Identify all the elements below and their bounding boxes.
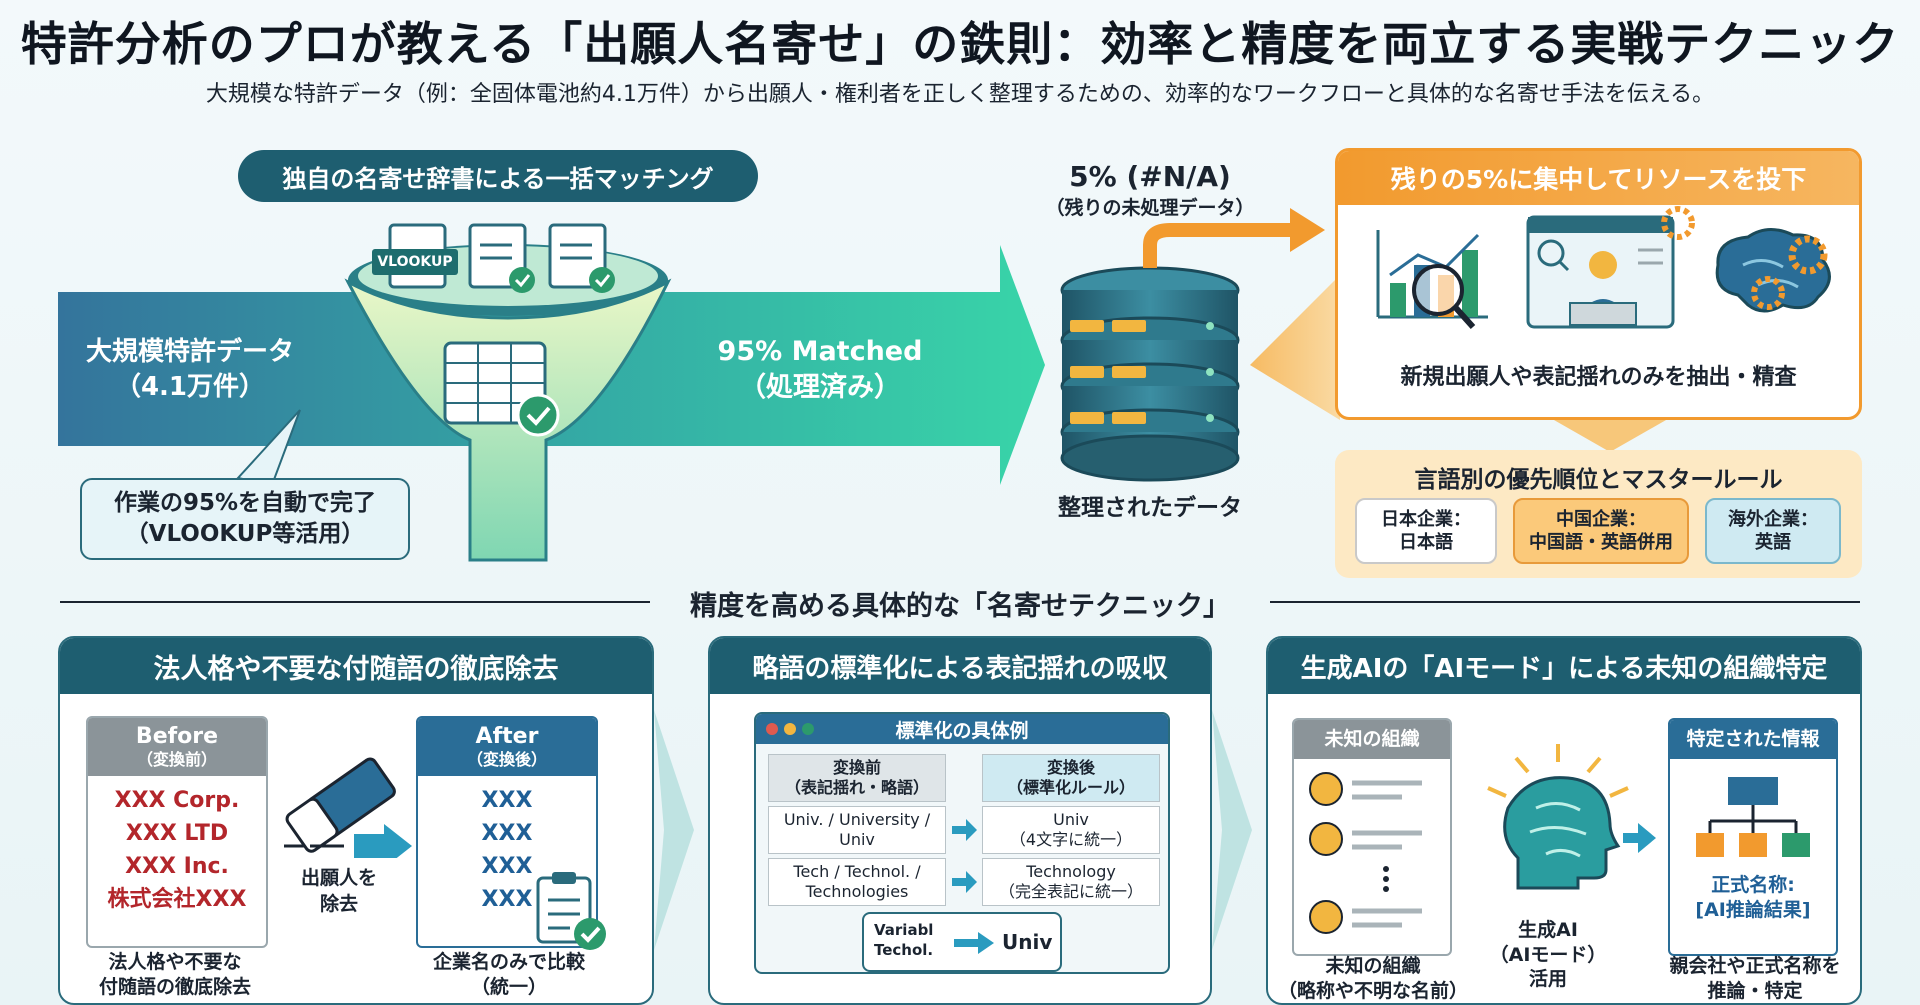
col-after-header: 変換後 （標準化ルール） bbox=[982, 754, 1160, 802]
orange-arrow bbox=[1143, 223, 1290, 268]
erase-label: 出願人を 除去 bbox=[300, 867, 377, 915]
after-panel: After （変換後） XXX XXX XXX XXX bbox=[416, 716, 598, 948]
before-list: XXX Corp. XXX LTD XXX Inc. 株式会社XXX bbox=[107, 787, 247, 912]
resource-panel-title: 残りの5%に集中してリソースを投下 bbox=[1338, 151, 1859, 205]
card-ai-identification: 生成AIの「AIモード」による未知の組織特定 未知の組織 生成AI （AIモー bbox=[1266, 636, 1862, 1005]
divider-line-right bbox=[1270, 601, 1860, 603]
input-data-label: 大規模特許データ （4.1万件） bbox=[85, 336, 294, 402]
window-close-dot bbox=[766, 723, 778, 735]
col-before-header: 変換前 （表記揺れ・略語） bbox=[768, 754, 946, 802]
lang-china: 中国企業：中国語・英語併用 bbox=[1513, 498, 1689, 564]
row-2-after: Technology （完全表記に統一） bbox=[982, 858, 1160, 906]
unknown-list-icons bbox=[1309, 771, 1422, 934]
row-2-before: Tech / Technol. / Technologies bbox=[768, 858, 946, 906]
window-max-dot bbox=[802, 723, 814, 735]
techniques-heading: 精度を高める具体的な「名寄せテクニック」 bbox=[690, 591, 1230, 622]
removal-caption-right: 企業名のみで比較 （統一） bbox=[432, 951, 585, 998]
row-1-after: Univ （4文字に統一） bbox=[982, 806, 1160, 854]
orange-wedge bbox=[1250, 275, 1340, 420]
card-chevrons bbox=[654, 710, 1252, 950]
chart-magnifier-icon bbox=[1376, 230, 1488, 330]
before-panel: Before （変換前） XXX Corp. XXX LTD XXX Inc. … bbox=[86, 716, 268, 948]
row-1-before: Univ. / University / Univ bbox=[768, 806, 946, 854]
clipboard-check-icon bbox=[536, 872, 606, 950]
card-removal: 法人格や不要な付随語の徹底除去 Before （変換前） XXX Corp. X… bbox=[58, 636, 654, 1005]
formal-name: 正式名称: [AI推論結果] bbox=[1695, 873, 1811, 922]
document-icons bbox=[372, 223, 615, 293]
language-panel-title: 言語別の優先順位とマスタールール bbox=[1414, 467, 1783, 493]
lang-japan: 日本企業：日本語 bbox=[1355, 498, 1497, 564]
down-chevron bbox=[1540, 412, 1680, 452]
automation-callout: 作業の95%を自動で完了 （VLOOKUP等活用） bbox=[80, 478, 410, 560]
resource-panel: 残りの5%に集中してリソースを投下 bbox=[1335, 148, 1862, 420]
na-label: 5% (#N/A) （残りの未処理データ） bbox=[1045, 160, 1255, 219]
identified-info-panel: 特定された情報 正式名称: [AI推論結果] bbox=[1668, 718, 1838, 956]
variant-result: Univ bbox=[1002, 930, 1053, 954]
card-ai-title: 生成AIの「AIモード」による未知の組織特定 bbox=[1268, 638, 1860, 694]
removal-caption-left: 法人格や不要な 付随語の徹底除去 bbox=[98, 951, 251, 998]
variant-arrow bbox=[954, 932, 994, 954]
window-titlebar: 標準化の具体例 bbox=[756, 714, 1168, 744]
lang-overseas: 海外企業：英語 bbox=[1705, 498, 1841, 564]
after-list: XXX XXX XXX XXX bbox=[481, 787, 533, 912]
card-standardization: 略語の標準化による表記揺れの吸収 標準化の具体例 変換前 （表記揺れ・略語） 変… bbox=[708, 636, 1212, 1005]
standardization-window: 標準化の具体例 変換前 （表記揺れ・略語） 変換後 （標準化ルール） Univ.… bbox=[754, 712, 1170, 974]
org-tree-icon bbox=[1696, 776, 1810, 857]
database-icon bbox=[1060, 266, 1240, 482]
card-standardization-title: 略語の標準化による表記揺れの吸収 bbox=[710, 638, 1210, 694]
ai-caption-right: 親会社や正式名称を 推論・特定 bbox=[1669, 955, 1841, 1002]
row-arrows bbox=[952, 819, 977, 893]
divider-line-left bbox=[60, 601, 650, 603]
matched-label: 95% Matched （処理済み） bbox=[717, 335, 923, 403]
ai-caption-left: 未知の組織 （略称や不明な名前） bbox=[1277, 955, 1468, 1002]
resource-caption: 新規出願人や表記揺れのみを抽出・精査 bbox=[1400, 365, 1797, 390]
database-label: 整理されたデータ bbox=[1058, 495, 1242, 521]
window-min-dot bbox=[784, 723, 796, 735]
vlookup-tag: VLOOKUP bbox=[377, 254, 453, 270]
variant-inputs: Variabl Techol. bbox=[874, 921, 934, 960]
language-panel: 言語別の優先順位とマスタールール 日本企業：日本語 中国企業：中国語・英語併用 … bbox=[1335, 450, 1862, 578]
ai-brain-icon bbox=[1487, 744, 1656, 890]
page-subtitle: 大規模な特許データ（例：全固体電池約4.1万件）から出願人・権利者を正しく整理す… bbox=[205, 82, 1715, 107]
ai-label: 生成AI （AIモード） 活用 bbox=[1489, 919, 1607, 991]
variant-box: Variabl Techol. Univ bbox=[862, 912, 1062, 972]
page-title: 特許分析のプロが教える「出願人名寄せ」の鉄則：効率と精度を両立する実戦テクニック bbox=[20, 17, 1900, 71]
flow-graphics bbox=[58, 208, 1680, 562]
dictionary-pill: 独自の名寄せ辞書による一括マッチング bbox=[238, 150, 758, 202]
unknown-org-panel: 未知の組織 bbox=[1292, 718, 1452, 956]
eraser-icon bbox=[284, 757, 412, 858]
brain-gear-icon bbox=[1715, 228, 1831, 313]
card-removal-title: 法人格や不要な付随語の徹底除去 bbox=[60, 638, 652, 694]
resource-icons bbox=[1376, 206, 1831, 330]
analyst-icon bbox=[1526, 206, 1695, 329]
